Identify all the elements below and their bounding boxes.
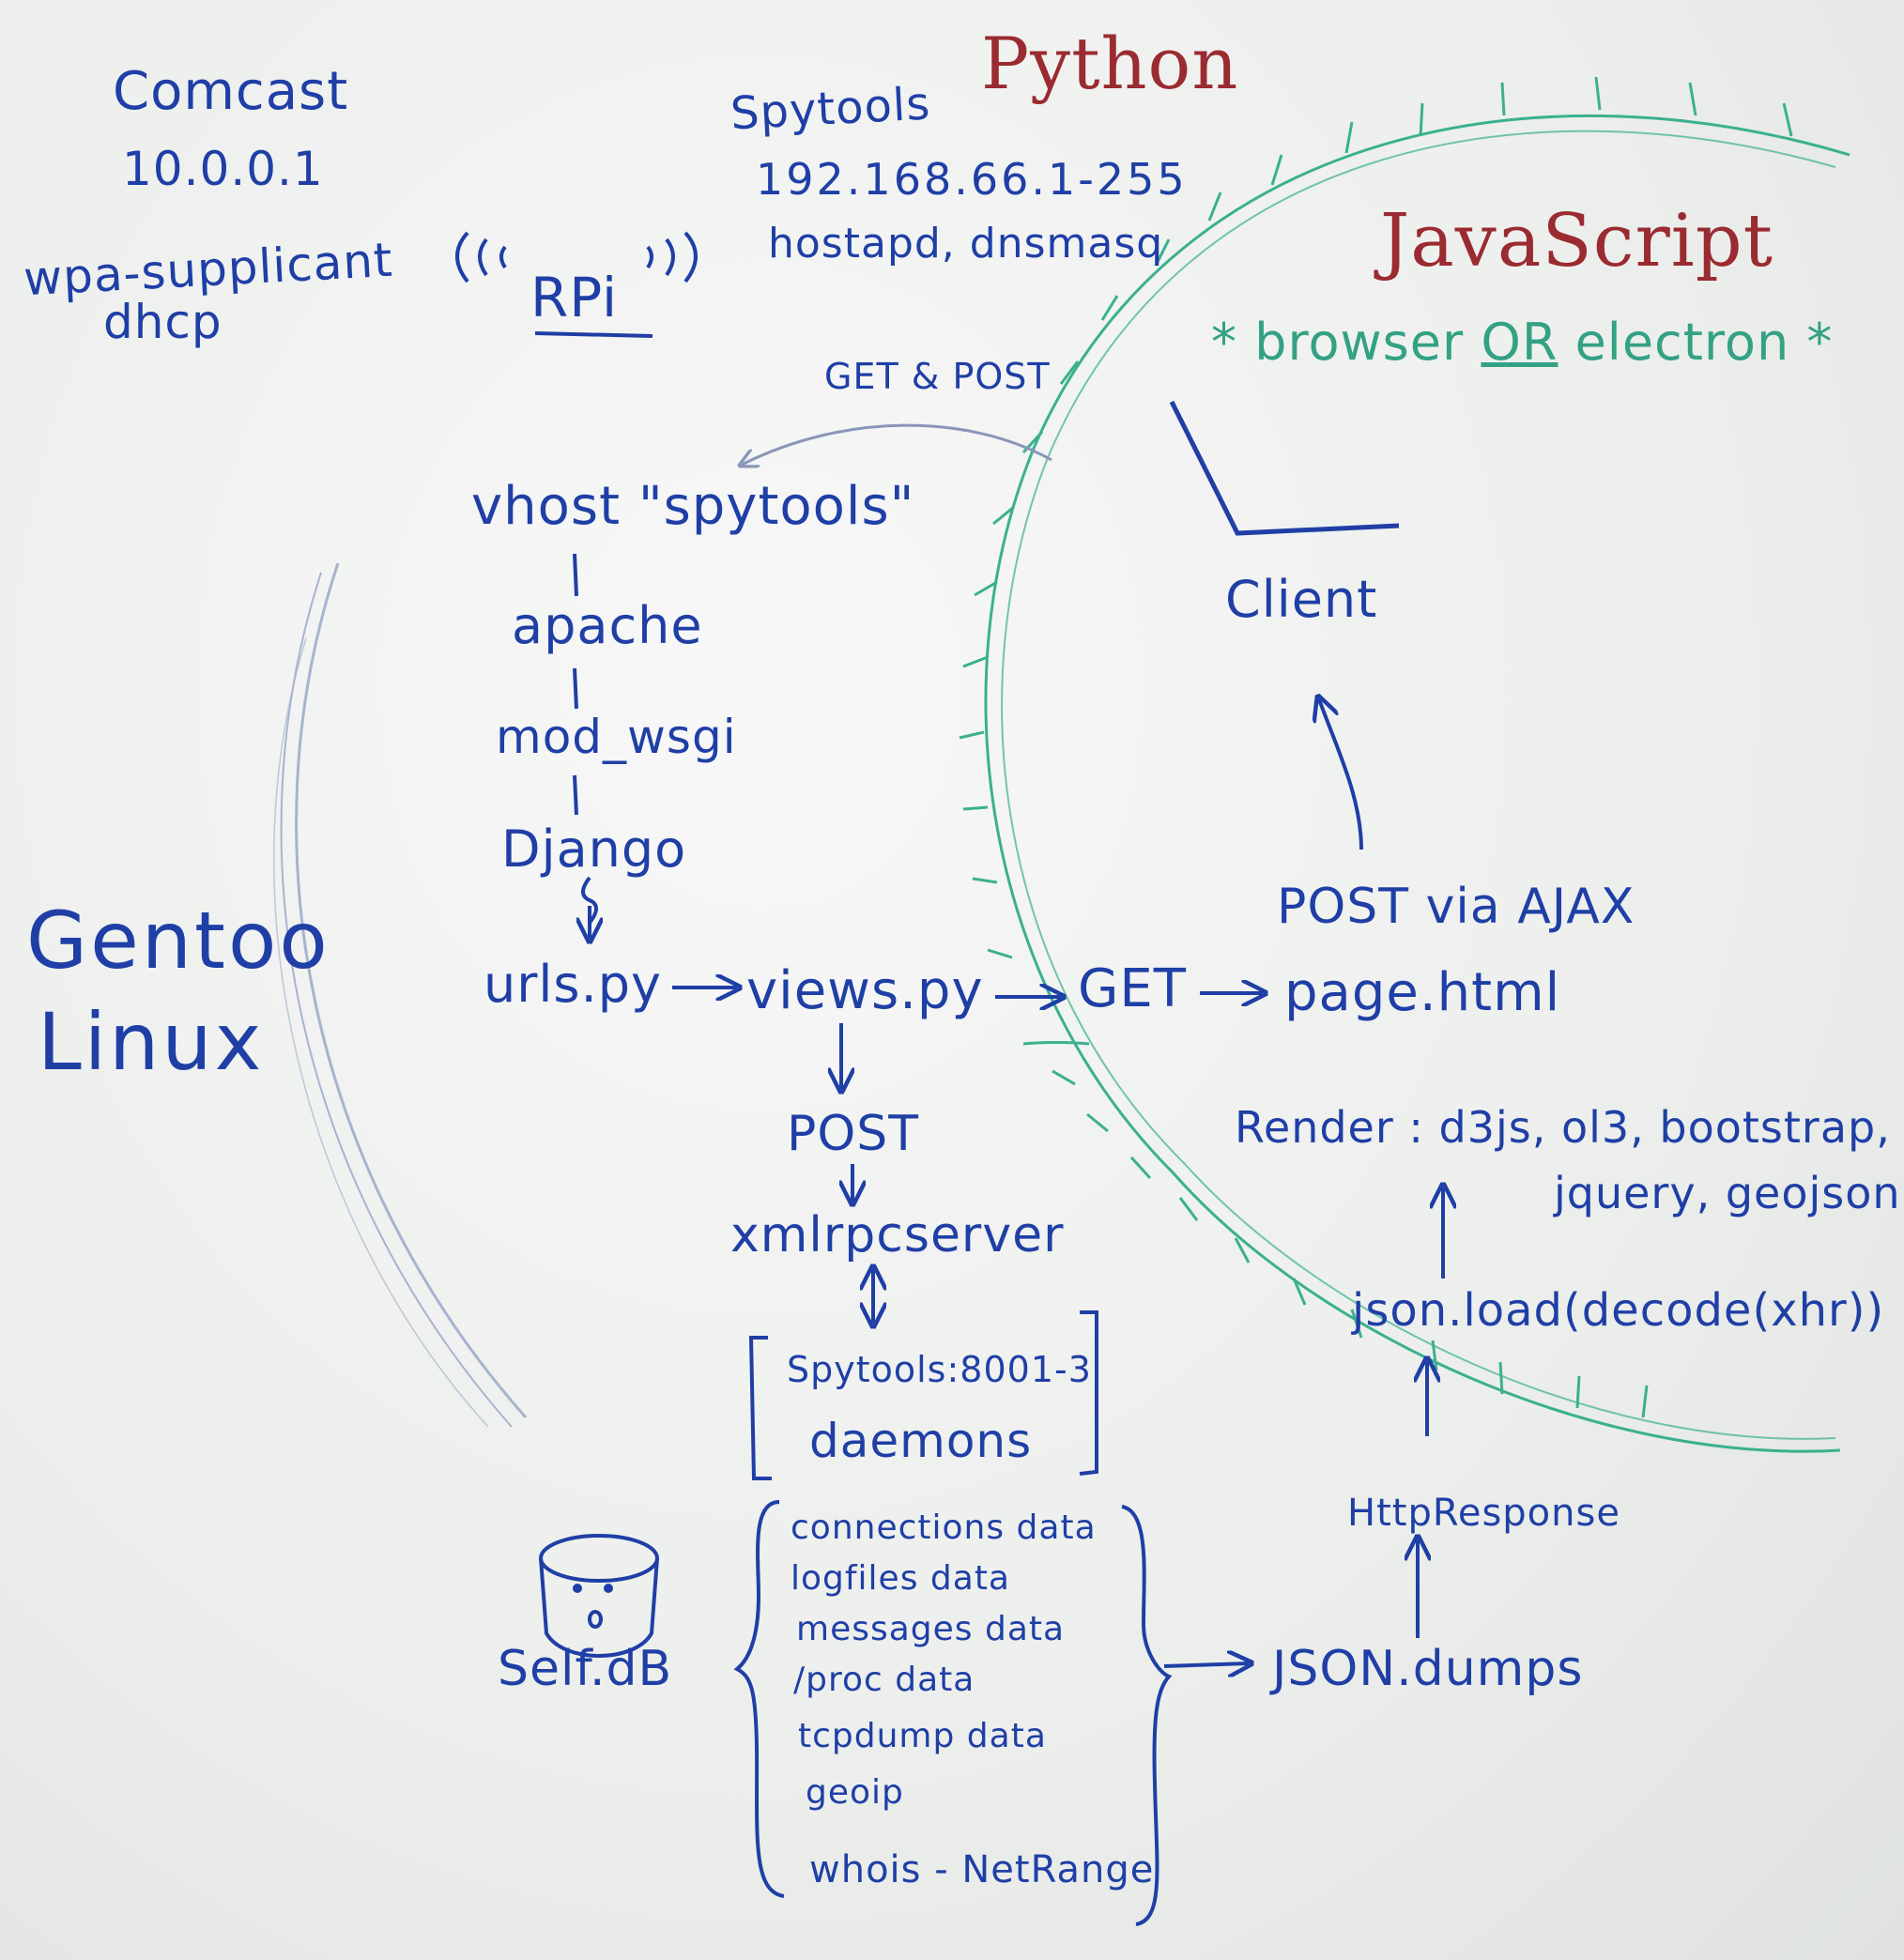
json-dumps-label: JSON.dumps [1272, 1641, 1584, 1697]
javascript-label: JavaScript [1380, 199, 1773, 283]
page-html-label: page.html [1284, 962, 1561, 1023]
data-source-item: geoip [806, 1773, 904, 1812]
client-label: Client [1225, 570, 1378, 629]
render-line2: jquery, geojson [1554, 1168, 1901, 1218]
get-post-label: GET & POST [824, 356, 1051, 397]
gentoo-label: Gentoo [26, 895, 330, 987]
rpi-underline [534, 331, 653, 338]
urls-label: urls.py [484, 955, 662, 1014]
xmlrpcserver-label: xmlrpcserver [730, 1207, 1065, 1263]
apache-label: apache [512, 596, 703, 655]
linux-label: Linux [38, 996, 265, 1088]
page-to-client-arrow [1319, 699, 1363, 850]
data-source-item: logfiles data [791, 1559, 1010, 1598]
runtime-suffix: electron * [1558, 313, 1834, 372]
self-db-label: Self.dB [498, 1641, 673, 1697]
isp-ip: 10.0.0.1 [122, 142, 324, 196]
data-to-dumps-arrow [1163, 1663, 1249, 1666]
stack-connectors [573, 553, 598, 925]
data-source-item: /proc data [793, 1661, 975, 1699]
get-post-arrow [742, 423, 1052, 465]
services-label: hostapd, dnsmasq [768, 220, 1164, 268]
mod-wsgi-label: mod_wsgi [496, 710, 737, 764]
data-source-item: messages data [796, 1610, 1066, 1648]
wifi-waves [455, 231, 698, 283]
isp-label: Comcast [113, 61, 349, 122]
dhcp-label: dhcp [103, 295, 223, 349]
data-braces [733, 1500, 1173, 1926]
client-window-icon [1169, 400, 1400, 536]
rpi-label: RPi [530, 266, 619, 329]
get-label: GET [1078, 958, 1187, 1019]
data-source-item: tcpdump data [798, 1717, 1047, 1755]
runtime-prefix: * browser [1211, 313, 1482, 372]
runtime-or: OR [1481, 313, 1559, 372]
daemons-port-label: Spytools:8001-3 [787, 1349, 1092, 1390]
runtime-label: * browser OR electron * [1211, 317, 1833, 368]
data-source-item: whois - NetRange [809, 1848, 1155, 1891]
data-source-item: connections data [791, 1508, 1097, 1547]
post-label: POST [787, 1106, 920, 1162]
ip-range-label: 192.168.66.1-255 [756, 154, 1188, 205]
vhost-label: vhost "spytools" [471, 476, 915, 537]
page-back-arrow [1022, 1041, 1090, 1046]
database-icon [539, 1534, 659, 1658]
daemons-label: daemons [809, 1414, 1033, 1468]
python-label: Python [981, 22, 1239, 105]
django-label: Django [501, 819, 687, 879]
http-response-label: HttpResponse [1347, 1492, 1620, 1535]
render-line1: Render : d3js, ol3, bootstrap, [1235, 1102, 1891, 1153]
spytools-label: Spytools [729, 77, 932, 141]
json-load-label: json.load(decode(xhr)) [1352, 1284, 1885, 1337]
javascript-boundary-arc [984, 114, 1850, 1453]
post-ajax-label: POST via AJAX [1277, 879, 1635, 935]
views-label: views.py [746, 960, 984, 1021]
daemons-bracket [748, 1310, 1098, 1480]
gentoo-boundary-arc [273, 562, 528, 1428]
